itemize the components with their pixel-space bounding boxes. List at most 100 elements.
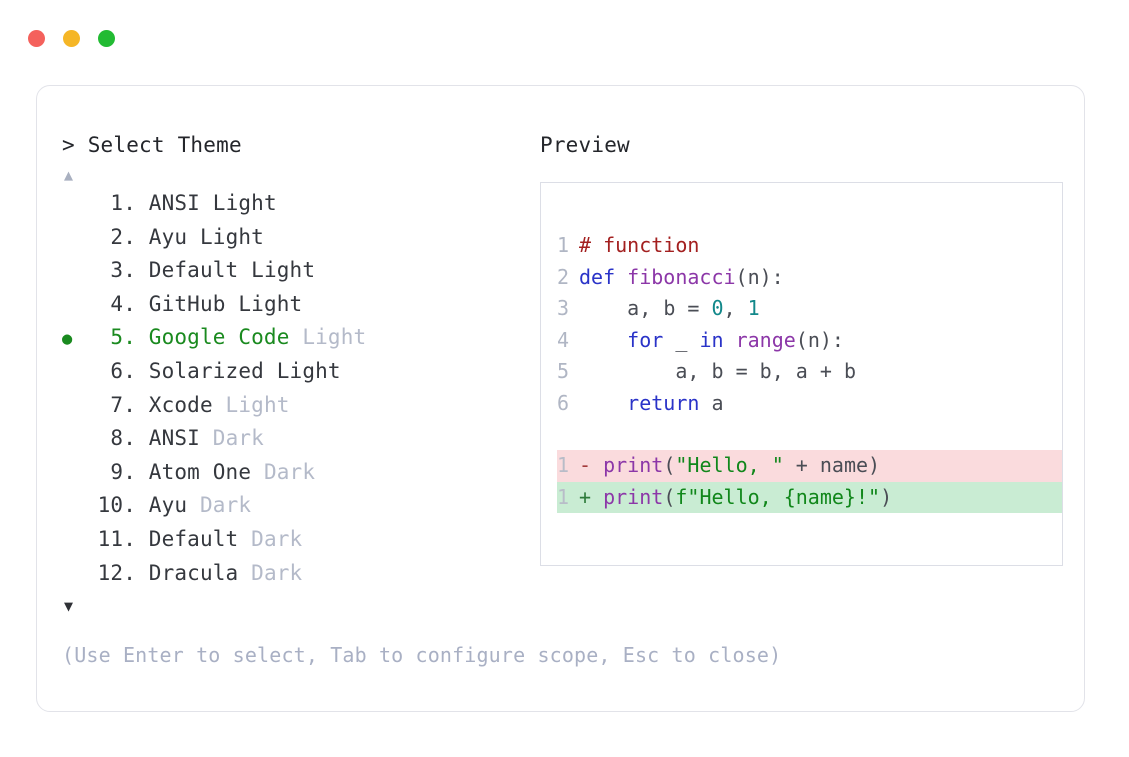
code-token: # function bbox=[579, 233, 700, 257]
code-token bbox=[579, 328, 627, 352]
code-token: for bbox=[627, 327, 664, 352]
theme-item-index: 4. bbox=[97, 291, 136, 316]
code-token bbox=[724, 359, 736, 383]
line-number: 4 bbox=[557, 327, 570, 352]
code-token: a bbox=[675, 359, 688, 383]
theme-list-item[interactable]: ●11. Default Dark bbox=[62, 524, 532, 558]
theme-item-variant: Dark bbox=[251, 459, 316, 484]
theme-list-item[interactable]: ●10. Ayu Dark bbox=[62, 490, 532, 524]
selected-bullet-icon: ● bbox=[62, 358, 88, 390]
prompt-line: > Select Theme bbox=[62, 130, 532, 160]
code-token bbox=[808, 453, 820, 477]
theme-list-item[interactable]: ●12. Dracula Dark bbox=[62, 558, 532, 592]
code-token: + bbox=[819, 359, 832, 383]
code-token: 0 bbox=[711, 296, 724, 320]
code-text: return a bbox=[579, 388, 724, 420]
code-token: def bbox=[579, 264, 616, 289]
theme-item-name: Ayu bbox=[148, 224, 188, 249]
theme-item-index: 2. bbox=[97, 224, 136, 249]
theme-item-index: 11. bbox=[97, 526, 136, 551]
theme-list-item[interactable]: ● 8. ANSI Dark bbox=[62, 423, 532, 457]
theme-item-name: Solarized bbox=[148, 358, 264, 383]
theme-item-variant: Light bbox=[289, 325, 367, 350]
maximize-window-button[interactable] bbox=[98, 30, 115, 47]
theme-item-spacer bbox=[136, 390, 149, 422]
theme-item-index: 7. bbox=[97, 392, 136, 417]
theme-item-variant: Light bbox=[225, 291, 303, 316]
theme-item-name: Atom One bbox=[148, 459, 252, 484]
selected-bullet-icon: ● bbox=[62, 190, 88, 222]
minimize-window-button[interactable] bbox=[63, 30, 80, 47]
theme-list-item[interactable]: ● 5. Google Code Light bbox=[62, 322, 532, 356]
code-token: + bbox=[795, 453, 808, 477]
scroll-down-icon[interactable]: ▼ bbox=[64, 597, 74, 616]
prompt-caret-icon: > bbox=[62, 133, 75, 157]
selected-bullet-icon: ● bbox=[62, 224, 88, 256]
theme-list-item[interactable]: ● 7. Xcode Light bbox=[62, 390, 532, 424]
theme-list-item[interactable]: ● 3. Default Light bbox=[62, 255, 532, 289]
code-token bbox=[579, 359, 675, 383]
code-token bbox=[699, 391, 711, 415]
code-text: def fibonacci(n): bbox=[579, 262, 784, 294]
code-token: ) bbox=[880, 484, 893, 509]
theme-item-name: GitHub bbox=[148, 291, 226, 316]
code-token: , bbox=[723, 296, 736, 320]
code-line: 3 a, b = 0, 1 bbox=[557, 293, 1062, 325]
theme-item-spacer bbox=[136, 457, 149, 489]
theme-item-name: Ayu bbox=[148, 493, 188, 518]
keyboard-hint: (Use Enter to select, Tab to configure s… bbox=[62, 643, 782, 667]
line-number: 1 bbox=[557, 233, 570, 257]
theme-item-index: 5. bbox=[97, 325, 136, 350]
code-token: a bbox=[711, 390, 724, 415]
theme-item-name: ANSI bbox=[148, 426, 200, 451]
code-token: f"Hello, {name}!" bbox=[675, 484, 881, 509]
theme-list-item[interactable]: ● 4. GitHub Light bbox=[62, 289, 532, 323]
theme-item-spacer bbox=[136, 255, 149, 287]
code-token: ) bbox=[868, 453, 881, 477]
code-token bbox=[579, 391, 627, 415]
line-number: 1 bbox=[557, 453, 570, 477]
theme-item-variant: Dark bbox=[187, 493, 252, 518]
code-token: print bbox=[603, 484, 664, 509]
code-token bbox=[675, 296, 687, 320]
code-token: ): bbox=[759, 264, 784, 289]
selected-bullet-icon: ● bbox=[62, 425, 88, 457]
theme-item-variant: Light bbox=[238, 258, 316, 283]
page-title: Select Theme bbox=[87, 133, 242, 157]
code-token: , bbox=[639, 296, 652, 320]
selected-bullet-icon: ● bbox=[62, 560, 88, 592]
diff-deletion-line: 1- print("Hello, " + name) bbox=[557, 450, 1062, 482]
theme-item-spacer bbox=[136, 423, 149, 455]
code-token: = bbox=[735, 359, 748, 383]
code-token bbox=[784, 359, 796, 383]
line-number: 5 bbox=[557, 359, 570, 383]
prompt-spacer bbox=[75, 133, 88, 157]
code-text: # function bbox=[579, 230, 699, 262]
theme-list-item[interactable]: ● 2. Ayu Light bbox=[62, 222, 532, 256]
code-token: ( bbox=[795, 327, 808, 352]
theme-item-spacer bbox=[136, 322, 149, 354]
code-text: for _ in range(n): bbox=[579, 325, 844, 357]
theme-item-variant: Light bbox=[199, 191, 277, 215]
code-token: , bbox=[687, 359, 700, 383]
code-text: a, b = b, a + b bbox=[579, 356, 856, 388]
theme-list-item[interactable]: ● 9. Atom One Dark bbox=[62, 457, 532, 491]
code-token: ( bbox=[663, 453, 676, 477]
theme-item-index: 6. bbox=[97, 358, 136, 383]
selected-bullet-icon: ● bbox=[62, 291, 88, 323]
code-blank-line bbox=[557, 419, 1062, 450]
theme-item-name: Default bbox=[148, 526, 239, 551]
code-token: a bbox=[627, 296, 640, 320]
scroll-up-icon[interactable]: ▲ bbox=[64, 166, 74, 184]
code-token: "Hello, " bbox=[675, 453, 784, 477]
close-window-button[interactable] bbox=[28, 30, 45, 47]
code-text: a, b = 0, 1 bbox=[579, 293, 760, 325]
theme-list-item[interactable]: ● 6. Solarized Light bbox=[62, 356, 532, 390]
theme-picker-card: > Select Theme ▲ ● 1. ANSI Light● 2. Ayu… bbox=[36, 85, 1085, 712]
theme-list-item[interactable]: ● 1. ANSI Light bbox=[62, 188, 532, 222]
code-token bbox=[615, 265, 627, 289]
code-text: print(f"Hello, {name}!") bbox=[603, 482, 892, 514]
code-token bbox=[579, 296, 627, 320]
